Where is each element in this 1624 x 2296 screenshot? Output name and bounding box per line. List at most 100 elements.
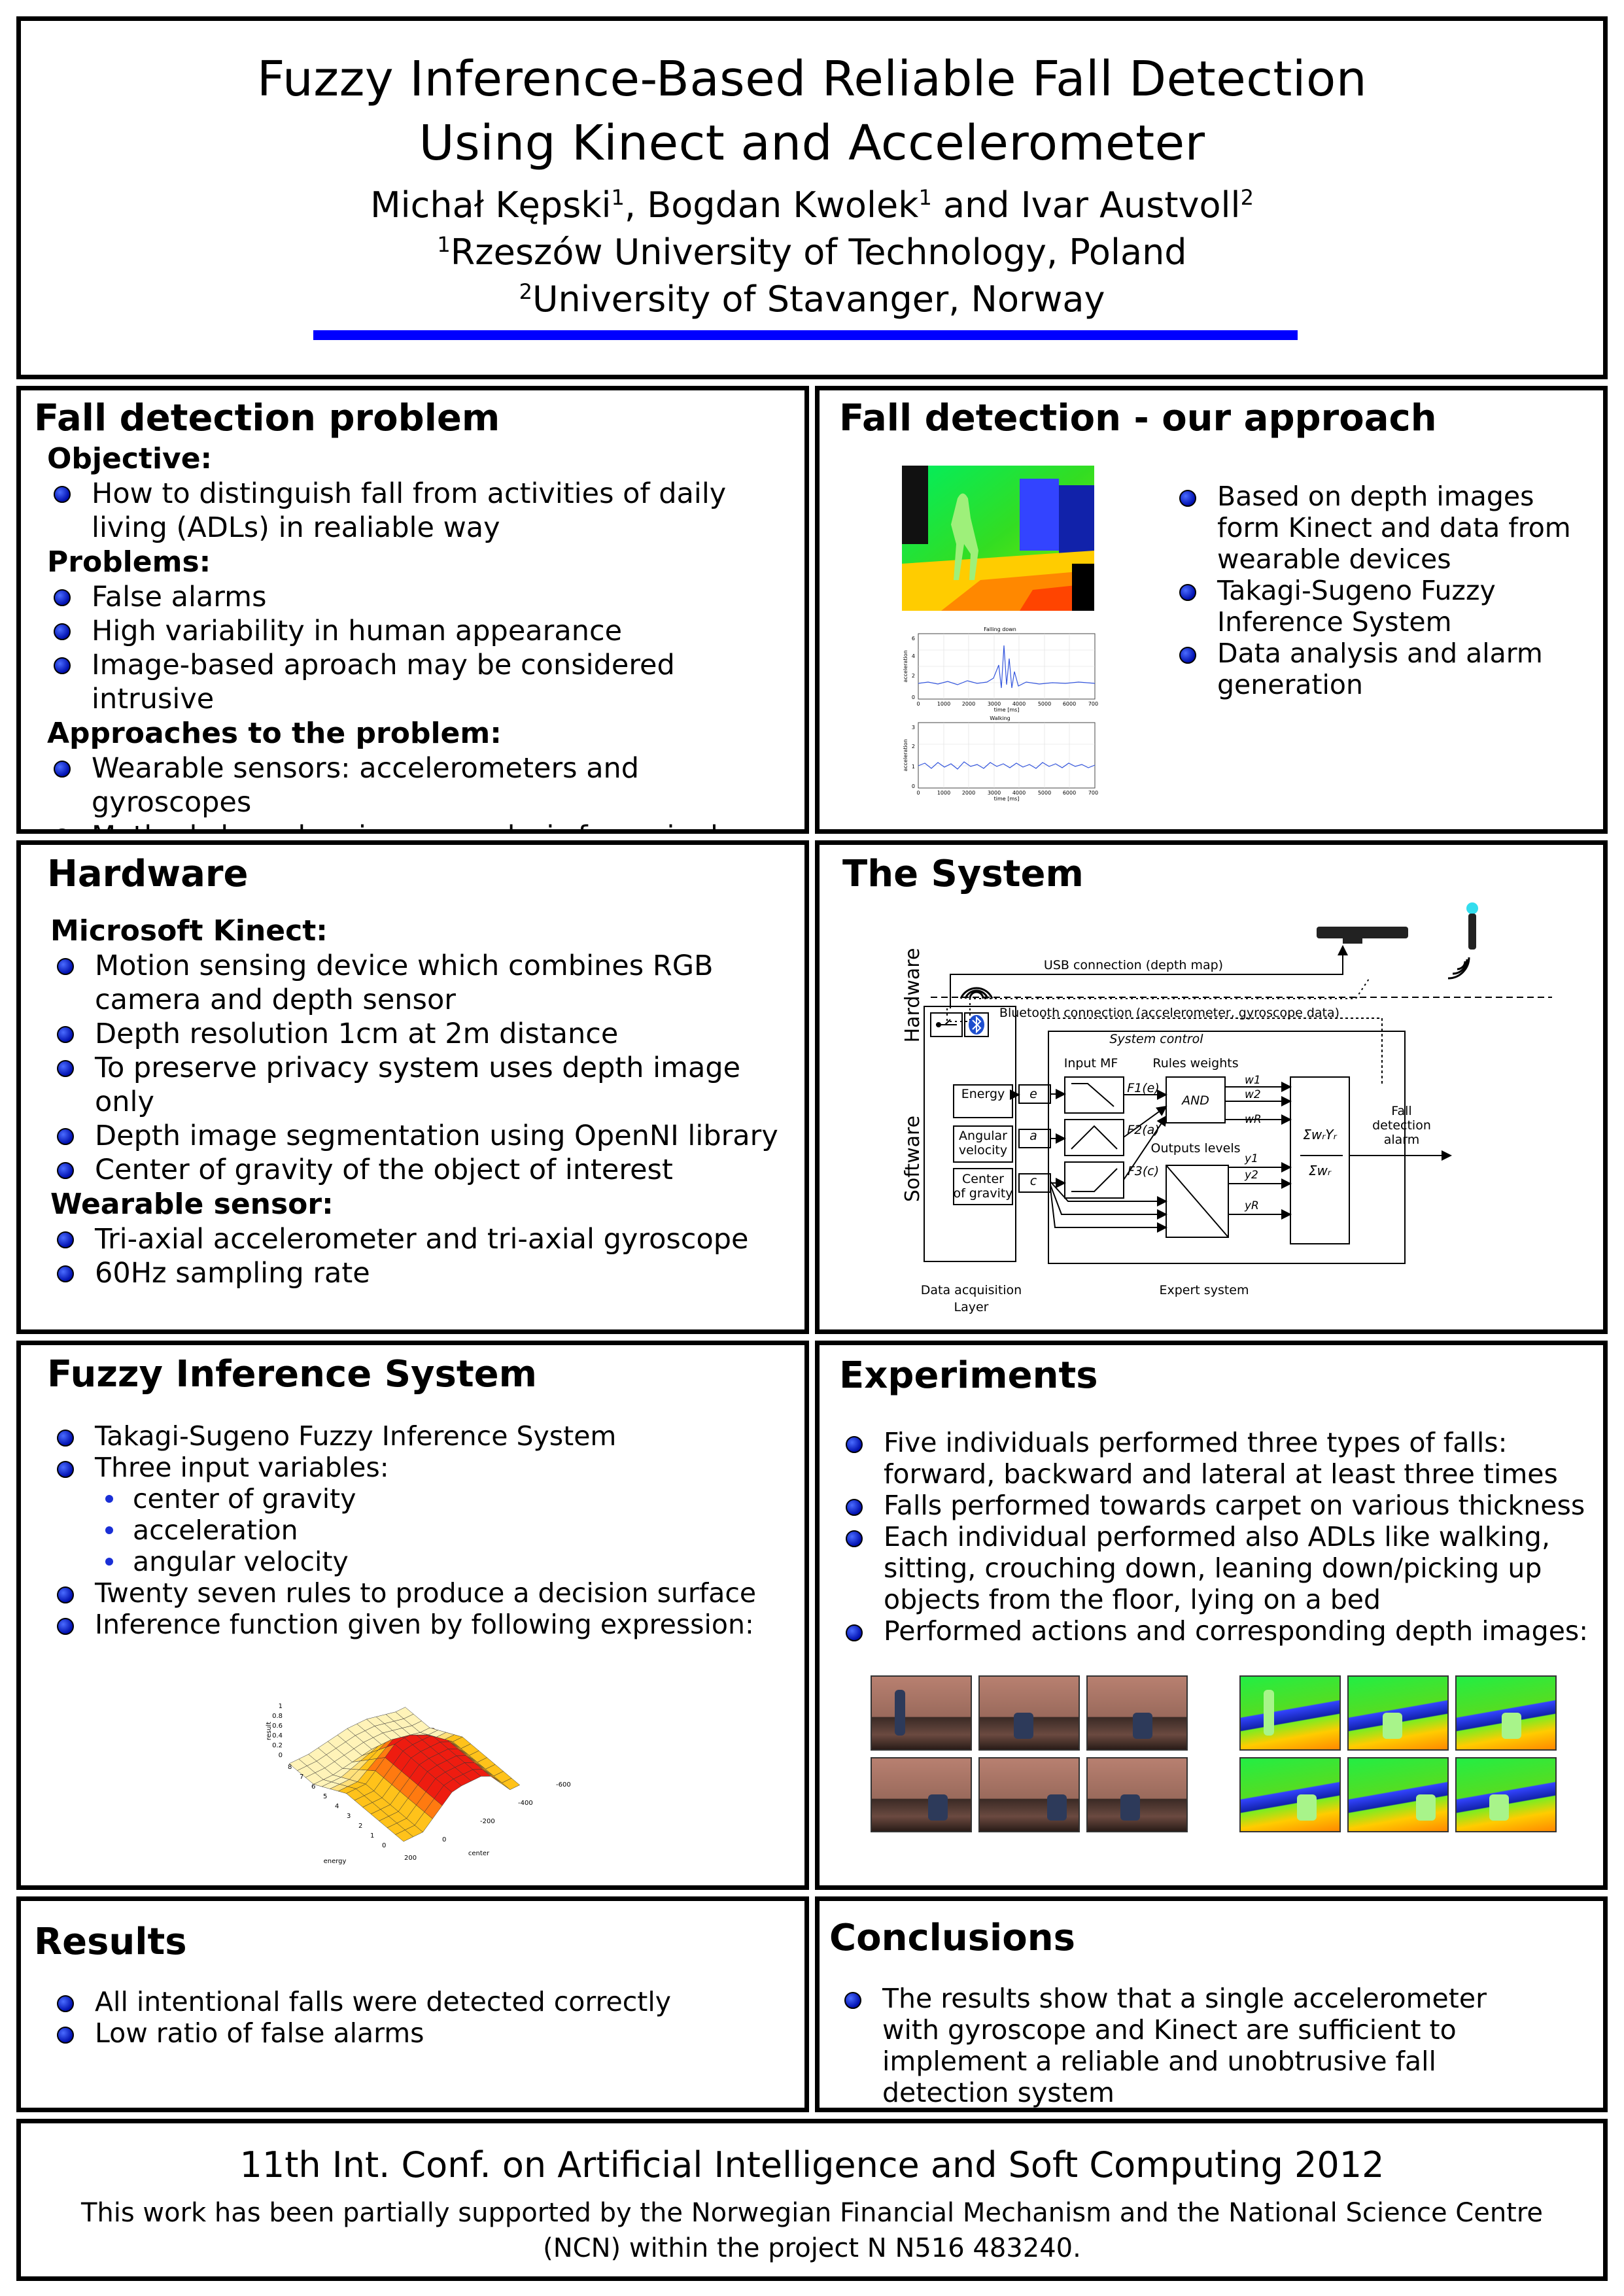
svg-text:4: 4 — [335, 1803, 339, 1810]
person-silhouette — [928, 1794, 948, 1821]
svg-text:acceleration: acceleration — [903, 650, 908, 682]
approach-list: Based on depth images form Kinect and da… — [1173, 481, 1598, 700]
svg-text:0.2: 0.2 — [272, 1742, 283, 1749]
svg-text:0: 0 — [279, 1752, 283, 1759]
weighted-average-formula: ΣwᵣYᵣ — [1303, 1127, 1337, 1142]
depth-frame-thumbnail — [1239, 1757, 1341, 1832]
list-item: False alarms — [47, 580, 804, 614]
panel-experiments: Experiments Five individuals performed t… — [815, 1341, 1608, 1890]
wearable-list: Tri-axial accelerometer and tri-axial gy… — [50, 1222, 804, 1290]
svg-text:acceleration: acceleration — [903, 739, 908, 771]
list-item: Depth image segmentation using OpenNI li… — [50, 1119, 804, 1153]
svg-text:USB connection (depth map): USB connection (depth map) — [1044, 958, 1223, 972]
list-item: Takagi-Sugeno Fuzzy Inference System — [50, 1420, 803, 1452]
svg-text:6: 6 — [311, 1783, 315, 1791]
author-3: Ivar Austvoll — [1020, 184, 1241, 226]
list-item: Image-based aproach may be considered in… — [47, 648, 804, 716]
svg-text:0: 0 — [916, 790, 920, 796]
hardware-label: Hardware — [901, 948, 924, 1043]
svg-text:0: 0 — [382, 1842, 386, 1849]
svg-text:2: 2 — [358, 1823, 362, 1830]
svg-text:Energy: Energy — [961, 1087, 1005, 1101]
list-item: angular velocity — [99, 1546, 803, 1577]
svg-text:Walking: Walking — [990, 715, 1011, 721]
panel-results: Results All intentional falls were detec… — [16, 1896, 809, 2112]
svg-text:0: 0 — [916, 701, 920, 707]
author-2: Bogdan Kwolek — [647, 184, 919, 226]
svg-text:4: 4 — [912, 653, 915, 659]
person-silhouette — [1120, 1794, 1140, 1821]
svg-text:7: 7 — [300, 1773, 303, 1781]
bluetooth-icon — [969, 1015, 984, 1035]
section-title: Fuzzy Inference System — [47, 1353, 537, 1396]
svg-text:5000: 5000 — [1038, 701, 1051, 707]
person-silhouette — [1014, 1713, 1033, 1739]
svg-text:1: 1 — [370, 1832, 374, 1840]
svg-text:detection: detection — [1372, 1118, 1431, 1133]
approaches-heading: Approaches to the problem: — [47, 717, 502, 750]
svg-text:Rules weights: Rules weights — [1152, 1056, 1238, 1071]
svg-text:2000: 2000 — [962, 701, 975, 707]
depth-frame-thumbnail — [1239, 1675, 1341, 1751]
approaches-list: Wearable sensors: accelerometers and gyr… — [47, 751, 804, 829]
svg-text:200: 200 — [404, 1855, 417, 1862]
svg-text:Layer: Layer — [954, 1300, 989, 1314]
svg-text:0: 0 — [912, 783, 915, 789]
person-silhouette — [1489, 1794, 1509, 1821]
system-diagram: Hardware Software USB connection (depth … — [901, 902, 1552, 1314]
rgb-frame-thumbnail — [1086, 1757, 1188, 1832]
wireless-icon — [959, 957, 1470, 999]
svg-text:Angular: Angular — [959, 1129, 1007, 1143]
svg-text:4000: 4000 — [1012, 790, 1026, 796]
svg-text:center: center — [468, 1850, 490, 1857]
svg-text:5: 5 — [323, 1793, 327, 1800]
list-item: Takagi-Sugeno Fuzzy Inference System — [1173, 575, 1598, 638]
person-silhouette — [1416, 1794, 1436, 1821]
svg-text:Input MF: Input MF — [1064, 1056, 1118, 1071]
svg-text:Data acquisition: Data acquisition — [921, 1283, 1022, 1297]
svg-text:of gravity: of gravity — [953, 1186, 1012, 1201]
svg-text:System control: System control — [1109, 1032, 1203, 1046]
list-item: Twenty seven rules to produce a decision… — [50, 1577, 803, 1609]
footer-panel: 11th Int. Conf. on Artificial Intelligen… — [16, 2119, 1608, 2281]
list-item: Five individuals performed three types o… — [839, 1427, 1601, 1490]
depth-frame-thumbnail — [1455, 1675, 1557, 1751]
depth-frame-thumbnail — [1347, 1757, 1449, 1832]
depth-frame-thumbnail — [1347, 1675, 1449, 1751]
list-item: Depth resolution 1cm at 2m distance — [50, 1017, 804, 1051]
svg-text:7000: 7000 — [1088, 790, 1098, 796]
svg-text:alarm: alarm — [1384, 1133, 1420, 1147]
panel-conclusions: Conclusions The results show that a sing… — [815, 1896, 1608, 2112]
svg-text:-200: -200 — [480, 1818, 495, 1825]
list-item: 60Hz sampling rate — [50, 1256, 804, 1290]
svg-text:6000: 6000 — [1063, 790, 1076, 796]
results-list: All intentional falls were detected corr… — [50, 1986, 803, 2049]
rgb-frames-grid — [871, 1675, 1191, 1832]
fis-list-2: Twenty seven rules to produce a decision… — [50, 1577, 803, 1640]
svg-text:0.8: 0.8 — [272, 1713, 283, 1720]
list-item: Tri-axial accelerometer and tri-axial gy… — [50, 1222, 804, 1256]
list-item: Wearable sensors: accelerometers and gyr… — [47, 751, 804, 819]
depth-image — [902, 466, 1094, 611]
svg-text:Center: Center — [962, 1172, 1004, 1186]
svg-text:6: 6 — [912, 636, 915, 642]
svg-text:3000: 3000 — [988, 701, 1001, 707]
list-item: center of gravity — [99, 1483, 803, 1515]
svg-text:w1: w1 — [1245, 1074, 1261, 1087]
list-item: Three input variables: — [50, 1452, 803, 1483]
header-panel: Fuzzy Inference-Based Reliable Fall Dete… — [16, 16, 1608, 379]
person-silhouette — [1047, 1794, 1067, 1821]
affiliation-2: 2University of Stavanger, Norway — [519, 279, 1105, 320]
section-title: Results — [34, 1921, 187, 1963]
objective-list: How to distinguish fall from activities … — [47, 477, 804, 545]
person-silhouette — [1264, 1690, 1274, 1736]
svg-text:5000: 5000 — [1038, 790, 1051, 796]
person-silhouette — [1383, 1713, 1402, 1739]
person-silhouette — [1502, 1713, 1521, 1739]
decision-surface-plot: result energy center 1 0.8 0.6 0.4 0.2 0… — [266, 1703, 571, 1865]
svg-text:yR: yR — [1244, 1199, 1259, 1212]
svg-text:0.6: 0.6 — [272, 1722, 283, 1730]
svg-text:time [ms]: time [ms] — [994, 796, 1020, 802]
svg-text:2: 2 — [912, 744, 915, 749]
affiliation-1: 1Rzeszów University of Technology, Polan… — [437, 231, 1187, 273]
